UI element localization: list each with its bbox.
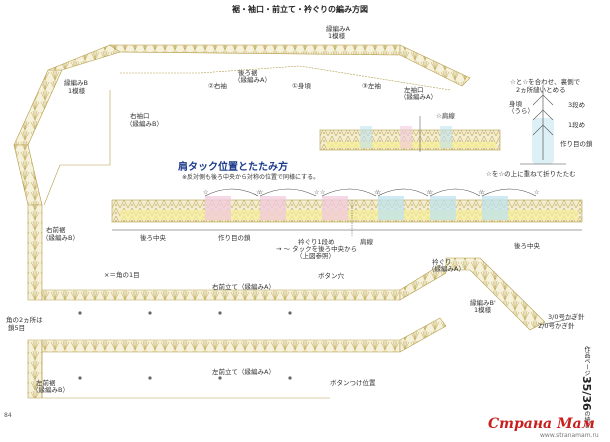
label-left-cuff: 左袖口 (404, 86, 424, 94)
label-right-front-hem: 右前裾 (46, 226, 66, 234)
label-right-front-band: 右前立て（縁編みA） (212, 283, 275, 291)
side-page-ref: 作品ページ35/36の続き (580, 346, 593, 429)
label-neck-row: 衿ぐり1段め (298, 238, 335, 246)
label-left-sleeve: ③左袖 (362, 82, 381, 90)
watermark-caption: www.stranamam.ru (540, 432, 599, 439)
svg-text:☆: ☆ (480, 189, 485, 196)
label-left-front-hem-sub: （縁編みB） (32, 386, 69, 394)
label-neckline-right: 衿ぐり (432, 258, 452, 266)
label-right-front-hem-sub: （縁編みB） (42, 234, 79, 242)
label-back-center: 後ろ中央 (140, 234, 166, 242)
svg-text:☆: ☆ (376, 189, 381, 196)
side-ref-number: 35/36 (580, 376, 593, 411)
label-shoulder-line-top: ☆肩線 (436, 112, 455, 120)
label-corner-1: ×＝角の1目 (104, 271, 140, 279)
label-left-cuff-sub: （縁編みA） (400, 93, 437, 101)
fold-illustration (520, 85, 566, 165)
side-ref-suffix: の続き (583, 410, 590, 429)
label-row-3: 3段め (568, 101, 586, 109)
label-hook-2-0: 2/0号かぎ針 (538, 322, 575, 330)
label-left-front-hem: 左前裾 (36, 379, 56, 387)
label-neck-row-note: → 〜 タックを後ろ中央から (276, 245, 358, 253)
label-back-center-right: 後ろ中央 (514, 242, 540, 250)
label-hook-3-0: 3/0号かぎ針 (548, 313, 585, 321)
left-front-band (27, 311, 447, 399)
label-shoulder-line: 肩線 (360, 238, 373, 246)
label-left-front-band: 左前立て（縁編みA） (212, 368, 275, 376)
label-border-a-1-sub: 1模様 (328, 32, 346, 40)
svg-text:☆: ☆ (320, 189, 325, 196)
label-border-b-left-sub: 1模様 (68, 87, 86, 95)
svg-text:☆: ☆ (428, 189, 433, 196)
label-body-back: 身頃 (509, 100, 522, 108)
label-back-hem: 後ろ裾 (238, 69, 258, 77)
svg-text:☆: ☆ (258, 189, 263, 196)
svg-text:☆: ☆ (534, 189, 539, 196)
svg-text:☆: ☆ (374, 189, 379, 196)
label-fold-note: ☆を☆の上に重ねて折りたたむ (486, 170, 576, 178)
label-border-b-prime: 縁編みB' (470, 299, 496, 307)
page-title: 裾・袖口・前立て・衿ぐりの編み方図 (232, 5, 368, 14)
svg-text:☆: ☆ (203, 189, 208, 196)
label-right-cuff: 右袖口 (130, 112, 150, 120)
label-tuck-note-top2: 2ヵ所縫いとめる (516, 86, 566, 94)
label-border-b-prime-sub: 1模様 (474, 306, 492, 314)
label-neck-1: ①身頃 (292, 82, 311, 90)
label-tuck-note-top: ☆と☆を合わせ、裏側で (510, 78, 581, 86)
label-body-back-sub: （うら） (508, 107, 534, 115)
label-button-pos: ボタンつけ位置 (330, 379, 376, 387)
tuck-detail-top (319, 116, 501, 152)
svg-text:☆: ☆ (478, 189, 483, 196)
label-right-cuff-sub: （縁編みB） (126, 120, 163, 128)
watermark-text: Страна Мам (488, 416, 595, 432)
section-title: 肩タック位置とたたみ方 (178, 162, 288, 173)
label-border-a-1: 縁編みA (326, 25, 350, 33)
section-note: ※反対側も後ろ中央から対称の位置で同様にする。 (182, 174, 320, 181)
svg-text:☆: ☆ (426, 189, 431, 196)
svg-text:☆: ☆ (314, 189, 319, 196)
label-right-sleeve: ②右袖 (208, 82, 227, 90)
page-number: 84 (4, 412, 12, 419)
side-ref-prefix: 作品ページ (583, 346, 590, 376)
label-row-1: 1段め (568, 121, 586, 129)
label-neck-row-note2: （上図参照） (296, 252, 335, 260)
svg-text:☆: ☆ (256, 189, 261, 196)
label-border-b-left: 縁編みB (64, 79, 88, 87)
neckline-band (445, 257, 576, 331)
label-corner-2-sub: 鎖5目 (8, 324, 26, 332)
label-button-hole: ボタン穴 (318, 272, 344, 280)
upper-body-border (13, 44, 471, 301)
label-turn-ref: 作り目の鎖 (218, 234, 251, 242)
tuck-band: ☆☆ ☆☆ ☆☆ ☆☆ ☆☆ ☆☆ (111, 188, 583, 236)
label-corner-2: 角の2ヵ所は (6, 316, 43, 324)
label-neckline-right-sub: （縁編みA） (428, 265, 465, 273)
label-row-chain: 作り目の鎖 (560, 140, 593, 148)
label-back-hem-sub: （縁編みA） (234, 76, 271, 84)
